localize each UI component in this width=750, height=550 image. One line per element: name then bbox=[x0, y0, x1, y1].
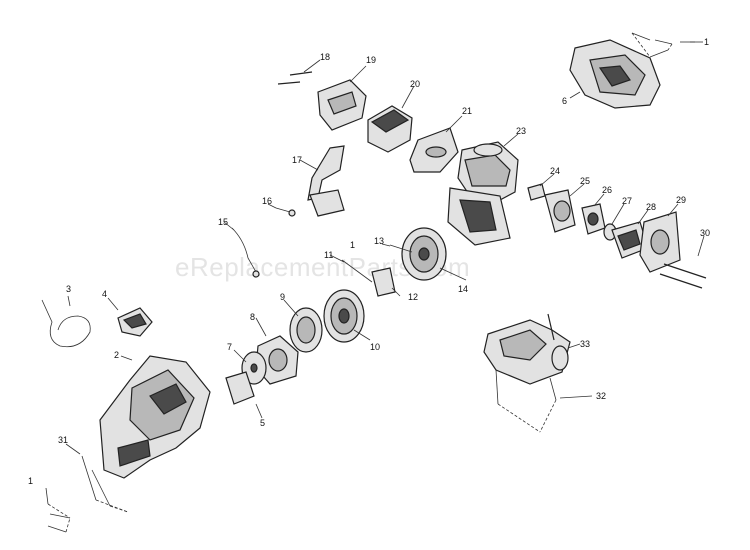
callout-1-mid: 1 bbox=[350, 240, 355, 250]
callout-13: 13 bbox=[374, 236, 384, 246]
part-2-main-housing bbox=[99, 355, 211, 479]
callout-11: 11 bbox=[324, 250, 333, 260]
part-14-flywheel bbox=[401, 227, 447, 281]
part-32-screws bbox=[495, 369, 557, 433]
callout-7: 7 bbox=[227, 342, 232, 352]
callout-14: 14 bbox=[458, 284, 468, 294]
callout-1-top: 1 bbox=[704, 37, 709, 47]
callout-18: 18 bbox=[320, 52, 330, 62]
callout-10: 10 bbox=[370, 342, 380, 352]
callout-23: 23 bbox=[516, 126, 526, 136]
callout-25: 25 bbox=[580, 176, 590, 186]
part-12-ignition-module bbox=[371, 267, 396, 297]
callout-8: 8 bbox=[250, 312, 255, 322]
callout-28: 28 bbox=[646, 202, 656, 212]
part-17-bracket bbox=[307, 145, 345, 217]
callout-26: 26 bbox=[602, 185, 612, 195]
leader-lines bbox=[65, 41, 705, 455]
callout-19: 19 bbox=[366, 55, 376, 65]
callout-2: 2 bbox=[114, 350, 119, 360]
part-29-air-box bbox=[639, 211, 681, 273]
callout-30: 30 bbox=[700, 228, 710, 238]
part-6-engine-cover bbox=[569, 39, 661, 109]
part-7-washer bbox=[241, 351, 267, 385]
callout-1-bottom: 1 bbox=[28, 476, 33, 486]
part-31-screws bbox=[81, 455, 129, 513]
part-9-rewind-spring bbox=[289, 307, 323, 353]
callout-6: 6 bbox=[562, 96, 567, 106]
part-13-key bbox=[389, 244, 413, 253]
callout-15: 15 bbox=[218, 217, 228, 227]
callout-16: 16 bbox=[262, 196, 272, 206]
part-19-filter-cover bbox=[317, 79, 367, 131]
callout-4: 4 bbox=[102, 289, 107, 299]
callout-33: 33 bbox=[580, 339, 590, 349]
part-33-clamp bbox=[483, 313, 571, 385]
part-30-bolts bbox=[659, 263, 707, 289]
part-10-pulley bbox=[323, 289, 365, 343]
callout-5: 5 bbox=[260, 418, 265, 428]
callout-21: 21 bbox=[462, 106, 472, 116]
callout-29: 29 bbox=[676, 195, 686, 205]
part-21-filter-base bbox=[409, 127, 459, 173]
part-1-screws-top bbox=[631, 32, 695, 58]
callout-24: 24 bbox=[550, 166, 560, 176]
callout-3: 3 bbox=[66, 284, 71, 294]
part-18-bolts bbox=[277, 71, 313, 85]
part-16-screw bbox=[275, 207, 296, 217]
part-24-gasket bbox=[527, 183, 546, 201]
part-5-pawl-plate bbox=[225, 371, 255, 405]
part-20-air-filter bbox=[367, 105, 413, 153]
part-8-starter-housing bbox=[255, 335, 299, 385]
part-25-intake bbox=[544, 189, 576, 233]
callout-32: 32 bbox=[596, 391, 606, 401]
callout-31: 31 bbox=[58, 435, 68, 445]
callout-17: 17 bbox=[292, 155, 302, 165]
part-3-wire-loop bbox=[41, 299, 91, 348]
part-23-engine-block bbox=[447, 141, 519, 246]
part-1-screws-bottom bbox=[45, 487, 71, 533]
callout-12: 12 bbox=[408, 292, 418, 302]
part-15-wire bbox=[231, 227, 260, 278]
callout-labels: 1 1 1 2 3 4 5 6 7 8 9 10 11 12 13 14 15 … bbox=[28, 37, 710, 486]
callout-27: 27 bbox=[622, 196, 632, 206]
part-26-spacer bbox=[581, 203, 606, 235]
part-4-grip bbox=[117, 307, 153, 337]
callout-9: 9 bbox=[280, 292, 285, 302]
callout-20: 20 bbox=[410, 79, 420, 89]
part-11-spring bbox=[341, 259, 373, 283]
